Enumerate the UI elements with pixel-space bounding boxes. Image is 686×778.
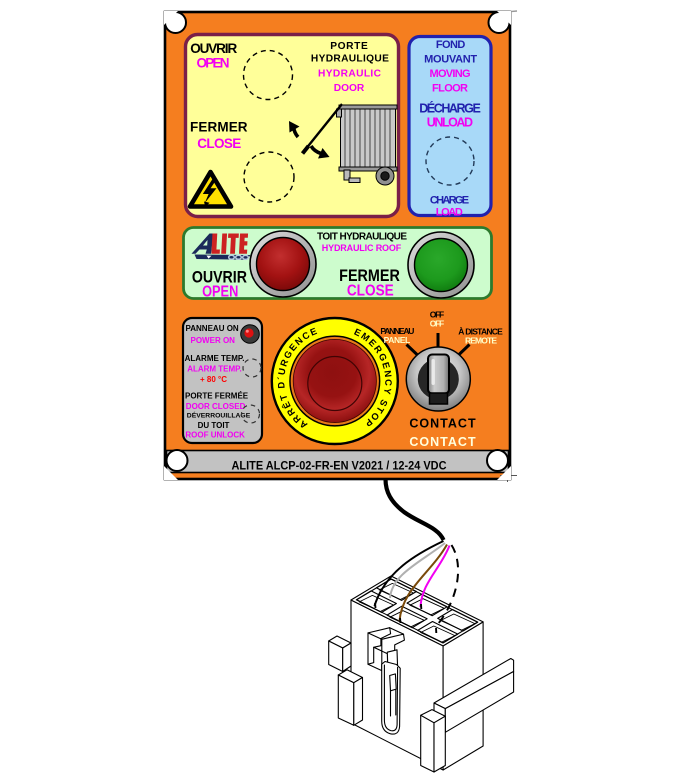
svg-text:DOOR: DOOR <box>334 83 365 94</box>
svg-text:MOVING: MOVING <box>430 68 471 80</box>
svg-text:ROOF UNLOCK: ROOF UNLOCK <box>185 431 245 440</box>
svg-text:DOOR CLOSED: DOOR CLOSED <box>186 402 246 411</box>
svg-text:FOND: FOND <box>436 39 466 51</box>
svg-text:FERMER: FERMER <box>339 267 400 285</box>
svg-text:PANEL: PANEL <box>384 335 411 345</box>
svg-text:REMOTE: REMOTE <box>465 336 497 346</box>
svg-text:PORTE: PORTE <box>330 41 368 52</box>
svg-text:OFF: OFF <box>430 310 445 320</box>
svg-text:OPEN: OPEN <box>197 56 230 71</box>
svg-text:HYDRAULIC ROOF: HYDRAULIC ROOF <box>322 243 402 253</box>
svg-text:DU TOIT: DU TOIT <box>198 421 230 430</box>
svg-text:CLOSE: CLOSE <box>347 283 394 300</box>
svg-text:PANNEAU: PANNEAU <box>380 326 414 336</box>
svg-text:PANNEAU ON: PANNEAU ON <box>186 324 239 333</box>
svg-text:OUVRIR: OUVRIR <box>190 41 237 56</box>
svg-text:ALARME TEMP.: ALARME TEMP. <box>185 354 245 363</box>
svg-text:ALARM TEMP.: ALARM TEMP. <box>187 365 242 374</box>
svg-text:CONTACT: CONTACT <box>409 435 476 449</box>
svg-text:+ 80 °C: + 80 °C <box>200 375 227 384</box>
svg-text:HYDRAULIC: HYDRAULIC <box>318 69 382 80</box>
svg-text:HYDRAULIQUE: HYDRAULIQUE <box>311 54 389 65</box>
svg-text:DÉVERROUILLAGE: DÉVERROUILLAGE <box>187 411 251 420</box>
svg-text:DÉCHARGE: DÉCHARGE <box>419 101 481 116</box>
svg-text:OPEN: OPEN <box>202 283 238 301</box>
svg-text:CHARGE: CHARGE <box>430 195 469 207</box>
svg-text:CONTACT: CONTACT <box>409 417 476 431</box>
svg-text:UNLOAD: UNLOAD <box>427 116 473 130</box>
svg-text:OUVRIR: OUVRIR <box>192 269 247 287</box>
svg-text:TOIT HYDRAULIQUE: TOIT HYDRAULIQUE <box>317 232 407 243</box>
svg-text:À DISTANCE: À DISTANCE <box>458 327 503 337</box>
svg-text:MOUVANT: MOUVANT <box>424 54 477 66</box>
svg-text:ALITE ALCP-02-FR-EN V2021 / 12: ALITE ALCP-02-FR-EN V2021 / 12-24 VDC <box>232 458 447 472</box>
svg-text:FERMER: FERMER <box>190 120 248 135</box>
svg-text:LOAD: LOAD <box>436 207 463 219</box>
svg-text:POWER ON: POWER ON <box>191 336 236 345</box>
svg-text:PORTE FERMÉE: PORTE FERMÉE <box>185 392 249 401</box>
svg-text:FLOOR: FLOOR <box>432 83 468 95</box>
svg-text:CLOSE: CLOSE <box>197 136 241 151</box>
svg-text:OFF: OFF <box>430 319 445 329</box>
